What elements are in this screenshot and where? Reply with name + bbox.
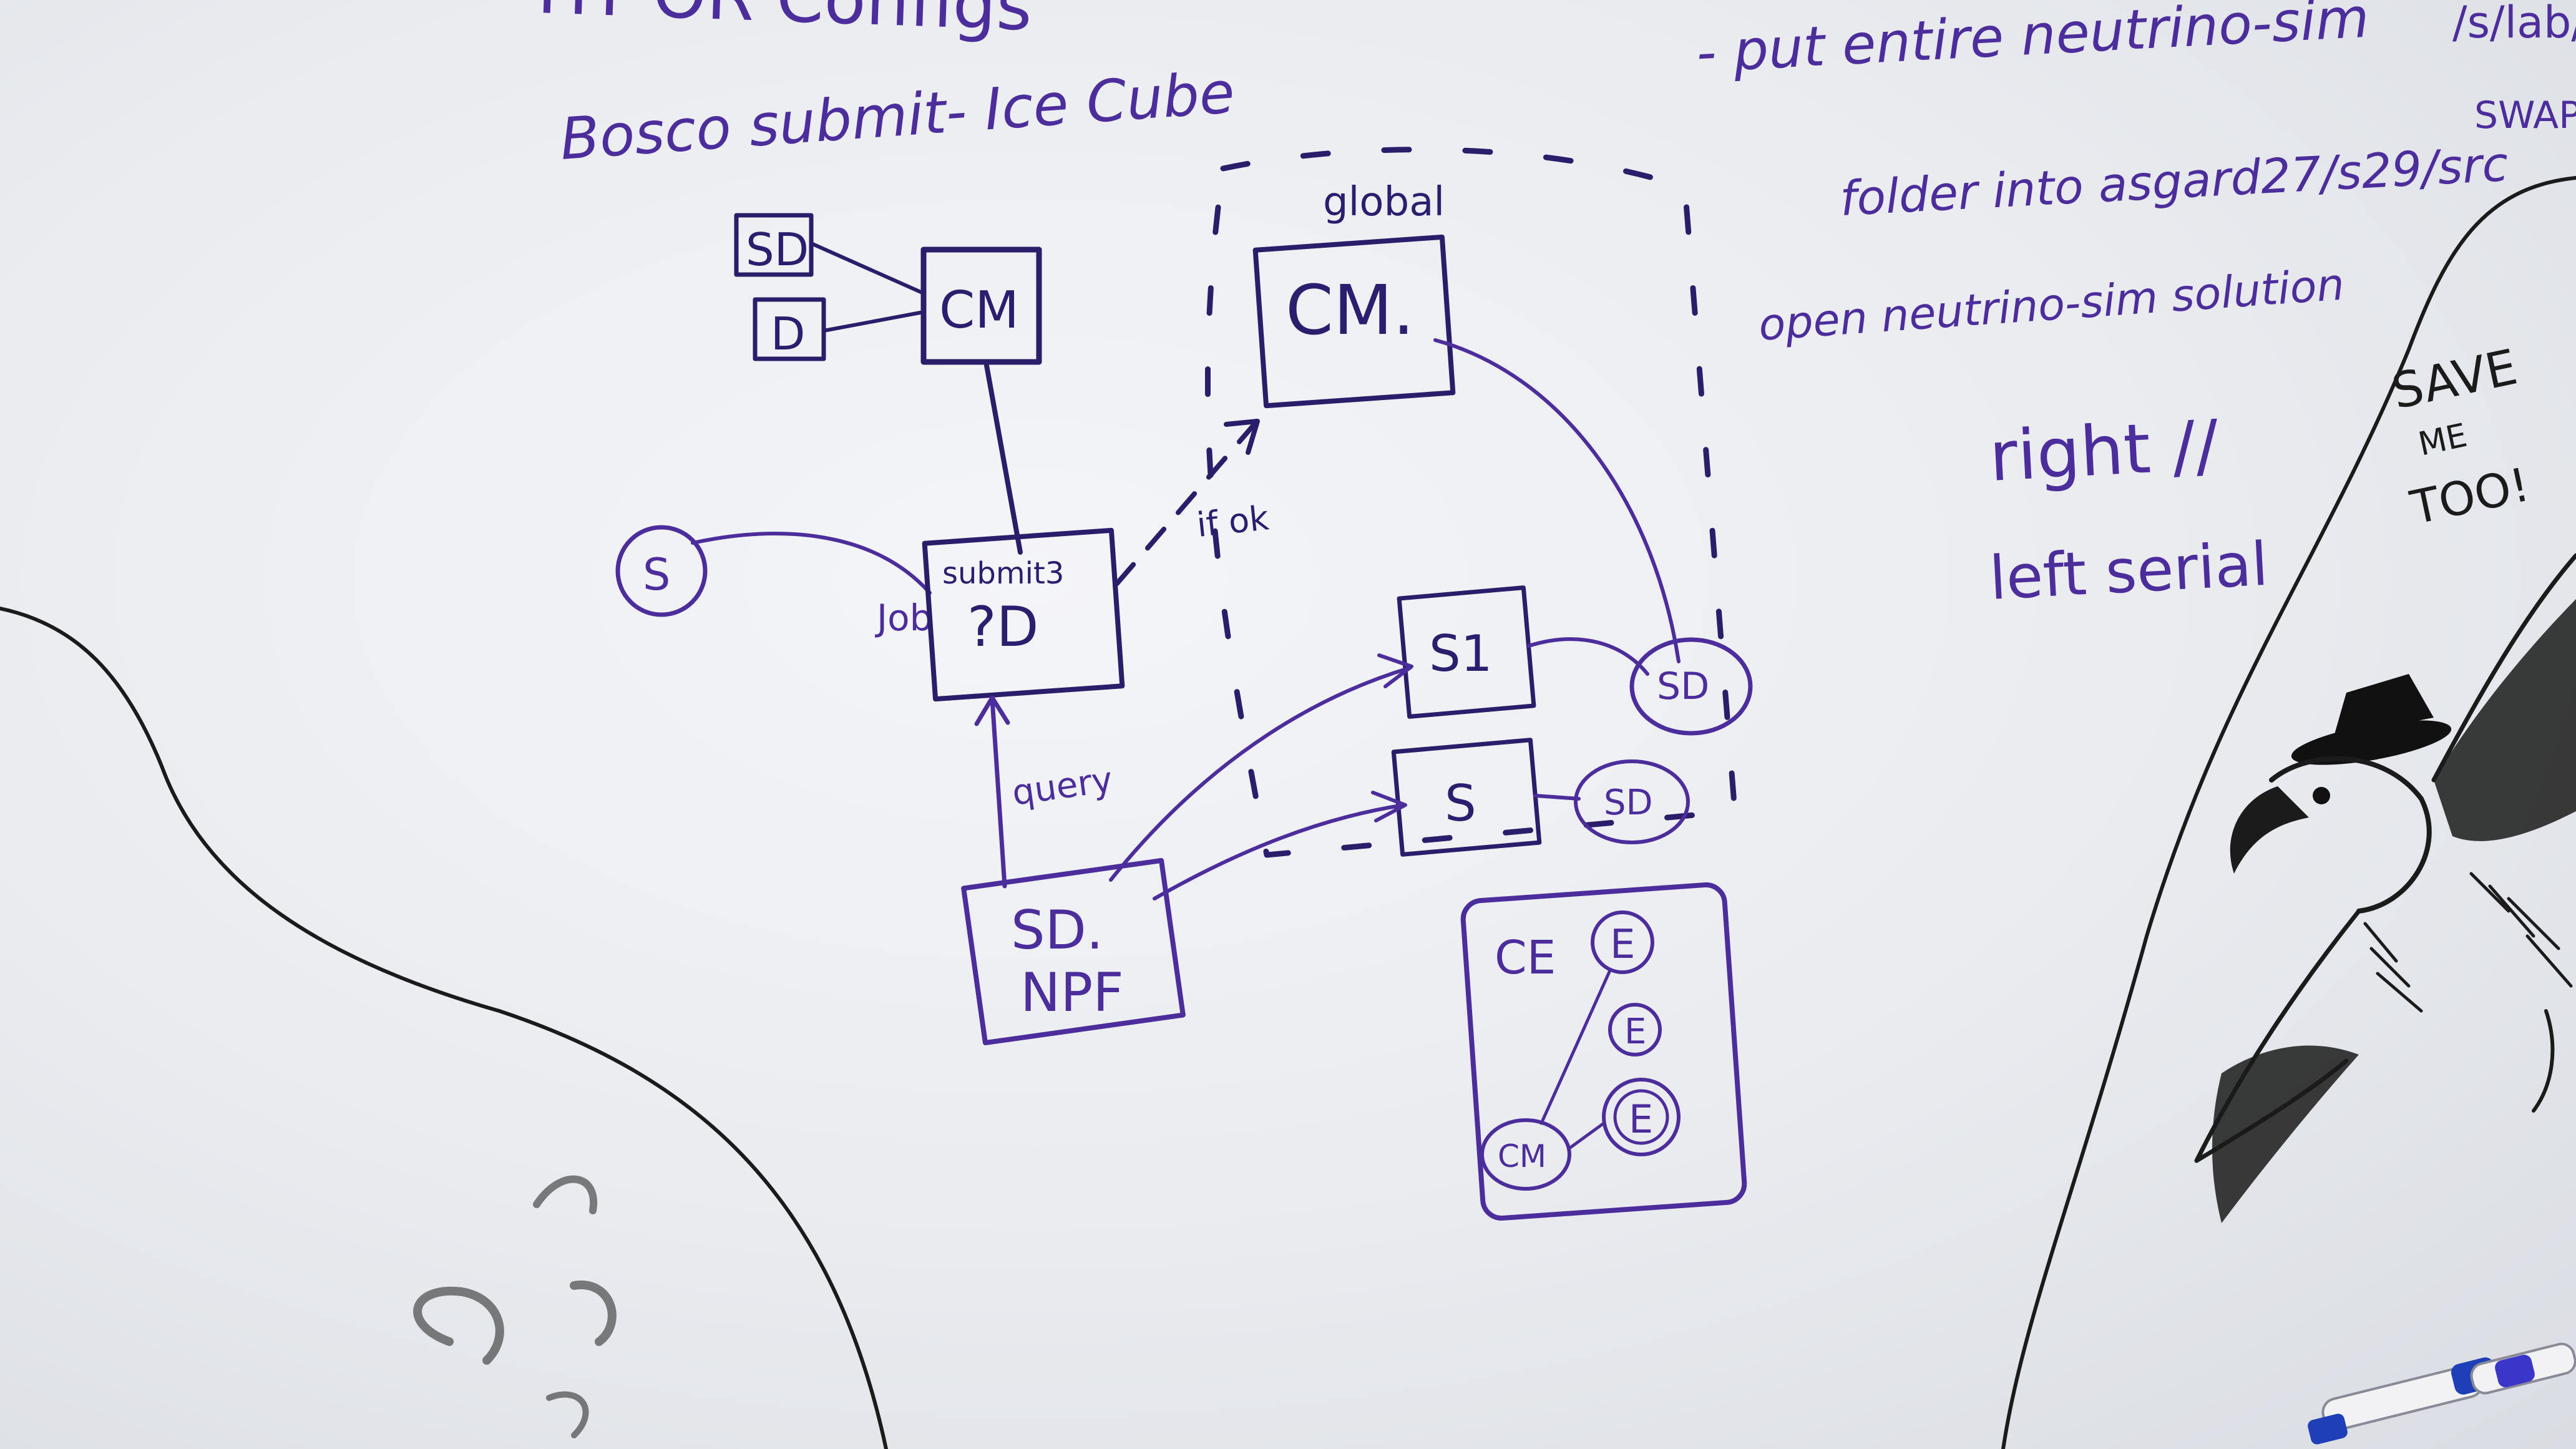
marker-2-cap	[2495, 1354, 2535, 1388]
edge-s1-sd	[1527, 637, 1649, 676]
e1-label: E	[1610, 922, 1635, 968]
global-label: global	[1323, 179, 1445, 225]
ifok-arrowhead	[1224, 419, 1260, 455]
right-outline-curve	[2001, 176, 2576, 1449]
s2-arrowhead	[1371, 791, 1407, 822]
submit-body: ?D	[967, 595, 1038, 659]
diagram-title: Bosco submit- Ice Cube	[558, 59, 1237, 173]
edge-npf-s1	[1109, 666, 1412, 882]
bird-eye	[2313, 787, 2330, 804]
edge-sd-cm	[809, 242, 925, 295]
edge-d-cm	[822, 310, 925, 333]
top-partial-text: HT OR Configs	[536, 0, 1033, 46]
edge-npf-s2	[1153, 803, 1406, 900]
note-line3: open neutrino-sim solution	[1757, 259, 2346, 351]
s1-label: S1	[1429, 625, 1493, 683]
ce-label: CE	[1495, 931, 1556, 985]
e2-label: E	[1624, 1012, 1646, 1052]
edge-cm-e1	[1539, 968, 1612, 1125]
note-right: right //	[1988, 405, 2222, 497]
corner-path: /s/lab/	[2452, 0, 2576, 48]
e2-circle	[1608, 1003, 1662, 1056]
edge-cm-e3	[1568, 1121, 1606, 1150]
cm-left-label: CM	[939, 281, 1019, 340]
global-dashed-boundary	[1204, 147, 1738, 858]
note-line1: - put entire neutrino-sim	[1695, 0, 2371, 85]
edge-s-submit	[691, 532, 932, 595]
sd-npf-box	[961, 857, 1186, 1046]
bird-hat-brim	[2291, 720, 2452, 765]
cm-circle-label: CM	[1498, 1138, 1546, 1174]
bird-tail-fill	[2212, 1045, 2359, 1223]
s-circle	[615, 525, 708, 617]
e3-label: E	[1629, 1096, 1653, 1142]
query-label: query	[1010, 759, 1115, 814]
note-left-serial: left serial	[1988, 529, 2270, 613]
e1-circle	[1591, 910, 1654, 974]
sd-small-label: SD	[746, 223, 809, 276]
marker-3-cap	[2308, 1413, 2348, 1445]
sd-circle-b-label: SD	[1604, 783, 1653, 823]
ce-box	[1460, 882, 1747, 1221]
job-label: Job	[875, 597, 932, 639]
cm-right-box	[1252, 234, 1456, 409]
s-circle-label: S	[643, 549, 670, 600]
bird-hatching	[2363, 872, 2573, 1013]
s1-arrowhead	[1377, 653, 1413, 688]
d-small-label: D	[771, 308, 805, 360]
submit-box	[922, 527, 1125, 702]
bird-head	[2269, 756, 2432, 914]
ifok-label: if ok	[1195, 498, 1271, 545]
caption-me: ME	[2415, 417, 2471, 464]
edge-s2-sd	[1533, 794, 1581, 801]
caption-too: TOO!	[2406, 458, 2534, 535]
edge-cm-sd	[1433, 338, 1681, 663]
bird-beak	[2230, 786, 2309, 874]
left-outline-curve	[0, 607, 888, 1449]
bird-wing-fill	[2434, 599, 2576, 841]
e3-circle	[1602, 1078, 1681, 1156]
e3-inner-circle	[1613, 1089, 1669, 1145]
s2-label: S	[1445, 774, 1476, 832]
sd-circle-a-label: SD	[1657, 665, 1709, 708]
sd-circle-b	[1574, 759, 1690, 844]
cm-circle	[1480, 1118, 1571, 1191]
sd-npf-top: SD.	[1011, 899, 1103, 962]
edge-ifok	[1115, 422, 1257, 586]
sd-circle-a	[1629, 637, 1753, 736]
submit-label: submit3	[942, 556, 1064, 591]
note-line2: folder into asgard27/s29/src	[1838, 136, 2509, 227]
bird-wing-top	[2431, 553, 2576, 783]
cm-right-label: CM.	[1286, 270, 1415, 350]
sd-npf-bottom: NPF	[1020, 962, 1124, 1024]
cm-left-box	[920, 246, 1042, 365]
query-arrowhead	[974, 695, 1010, 726]
edge-query	[990, 696, 1007, 889]
bird-claw	[2532, 1009, 2555, 1113]
corner-swap: SWAP:	[2474, 94, 2576, 137]
edge-cm-submit	[983, 359, 1023, 555]
faded-doodle	[413, 1175, 617, 1438]
bird-drawing: SAVE ME TOO!	[2194, 339, 2576, 1223]
marker-tray	[2308, 1342, 2576, 1445]
